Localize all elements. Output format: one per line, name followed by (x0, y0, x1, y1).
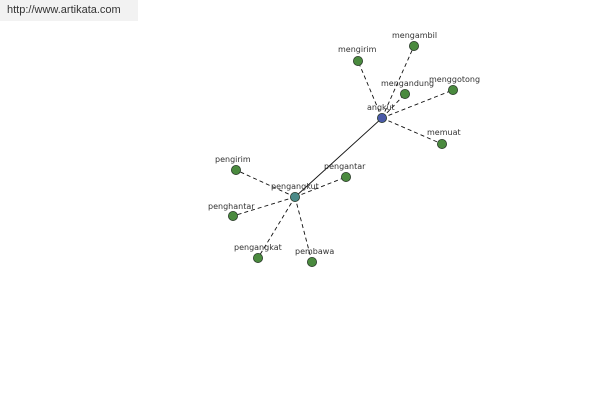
node-label-angkut: angkut (367, 103, 395, 112)
node-dot-angkut[interactable] (376, 113, 387, 124)
edge-angkut-pengangkut (294, 117, 383, 198)
node-mengandung[interactable]: mengandung (381, 79, 434, 100)
node-label-menggotong: menggotong (429, 75, 480, 84)
edge-pengangkut-pengantar (294, 176, 347, 198)
node-pengirim[interactable]: pengirim (215, 155, 251, 175)
node-angkut[interactable]: angkut (367, 103, 395, 124)
node-dot-mengambil[interactable] (408, 41, 419, 52)
node-dot-menggotong[interactable] (447, 85, 458, 96)
edge-angkut-mengirim (357, 60, 383, 119)
node-label-mengirim: mengirim (338, 45, 377, 54)
node-dot-mengandung[interactable] (399, 89, 410, 100)
node-label-pengantar: pengantar (324, 162, 366, 171)
node-menggotong[interactable]: menggotong (429, 75, 480, 96)
edge-pengangkut-pengirim (235, 169, 296, 198)
edges-layer (232, 45, 454, 263)
edge-angkut-memuat (381, 117, 443, 145)
node-pengangkat[interactable]: pengangkat (234, 243, 282, 263)
node-dot-pembawa[interactable] (306, 256, 317, 267)
edge-angkut-menggotong (381, 89, 454, 119)
node-label-memuat: memuat (427, 128, 461, 137)
node-dot-penghantar[interactable] (227, 210, 238, 221)
edge-pengangkut-penghantar (232, 196, 296, 217)
node-dot-memuat[interactable] (436, 138, 447, 149)
site-url-watermark[interactable]: http://www.artikata.com (7, 4, 121, 16)
node-label-pengirim: pengirim (215, 155, 251, 164)
node-pembawa[interactable]: pembawa (295, 247, 334, 267)
node-pengangkut[interactable]: pengangkut (271, 182, 319, 202)
nodes-layer: angkut pengangkut mengirim mengambil mengand… (208, 31, 480, 267)
edge-angkut-mengambil (381, 45, 415, 119)
edge-pengangkut-pengangkat (257, 196, 296, 259)
node-dot-pengirim[interactable] (230, 164, 241, 175)
node-label-mengambil: mengambil (392, 31, 437, 40)
node-pengantar[interactable]: pengantar (324, 162, 366, 182)
node-label-penghantar: penghantar (208, 202, 255, 211)
watermark-box: http://www.artikata.com (0, 0, 138, 21)
node-label-pengangkut: pengangkut (271, 182, 319, 191)
node-dot-mengirim[interactable] (352, 56, 363, 67)
node-label-pengangkat: pengangkat (234, 243, 282, 252)
node-dot-pengangkut[interactable] (289, 191, 300, 202)
node-mengambil[interactable]: mengambil (392, 31, 437, 52)
node-dot-pengantar[interactable] (340, 171, 351, 182)
node-memuat[interactable]: memuat (427, 128, 461, 149)
node-label-mengandung: mengandung (381, 79, 434, 88)
node-penghantar[interactable]: penghantar (208, 202, 255, 221)
edge-angkut-mengandung (381, 93, 406, 119)
node-mengirim[interactable]: mengirim (338, 45, 377, 67)
node-dot-pengangkat[interactable] (252, 252, 263, 263)
node-label-pembawa: pembawa (295, 247, 334, 256)
